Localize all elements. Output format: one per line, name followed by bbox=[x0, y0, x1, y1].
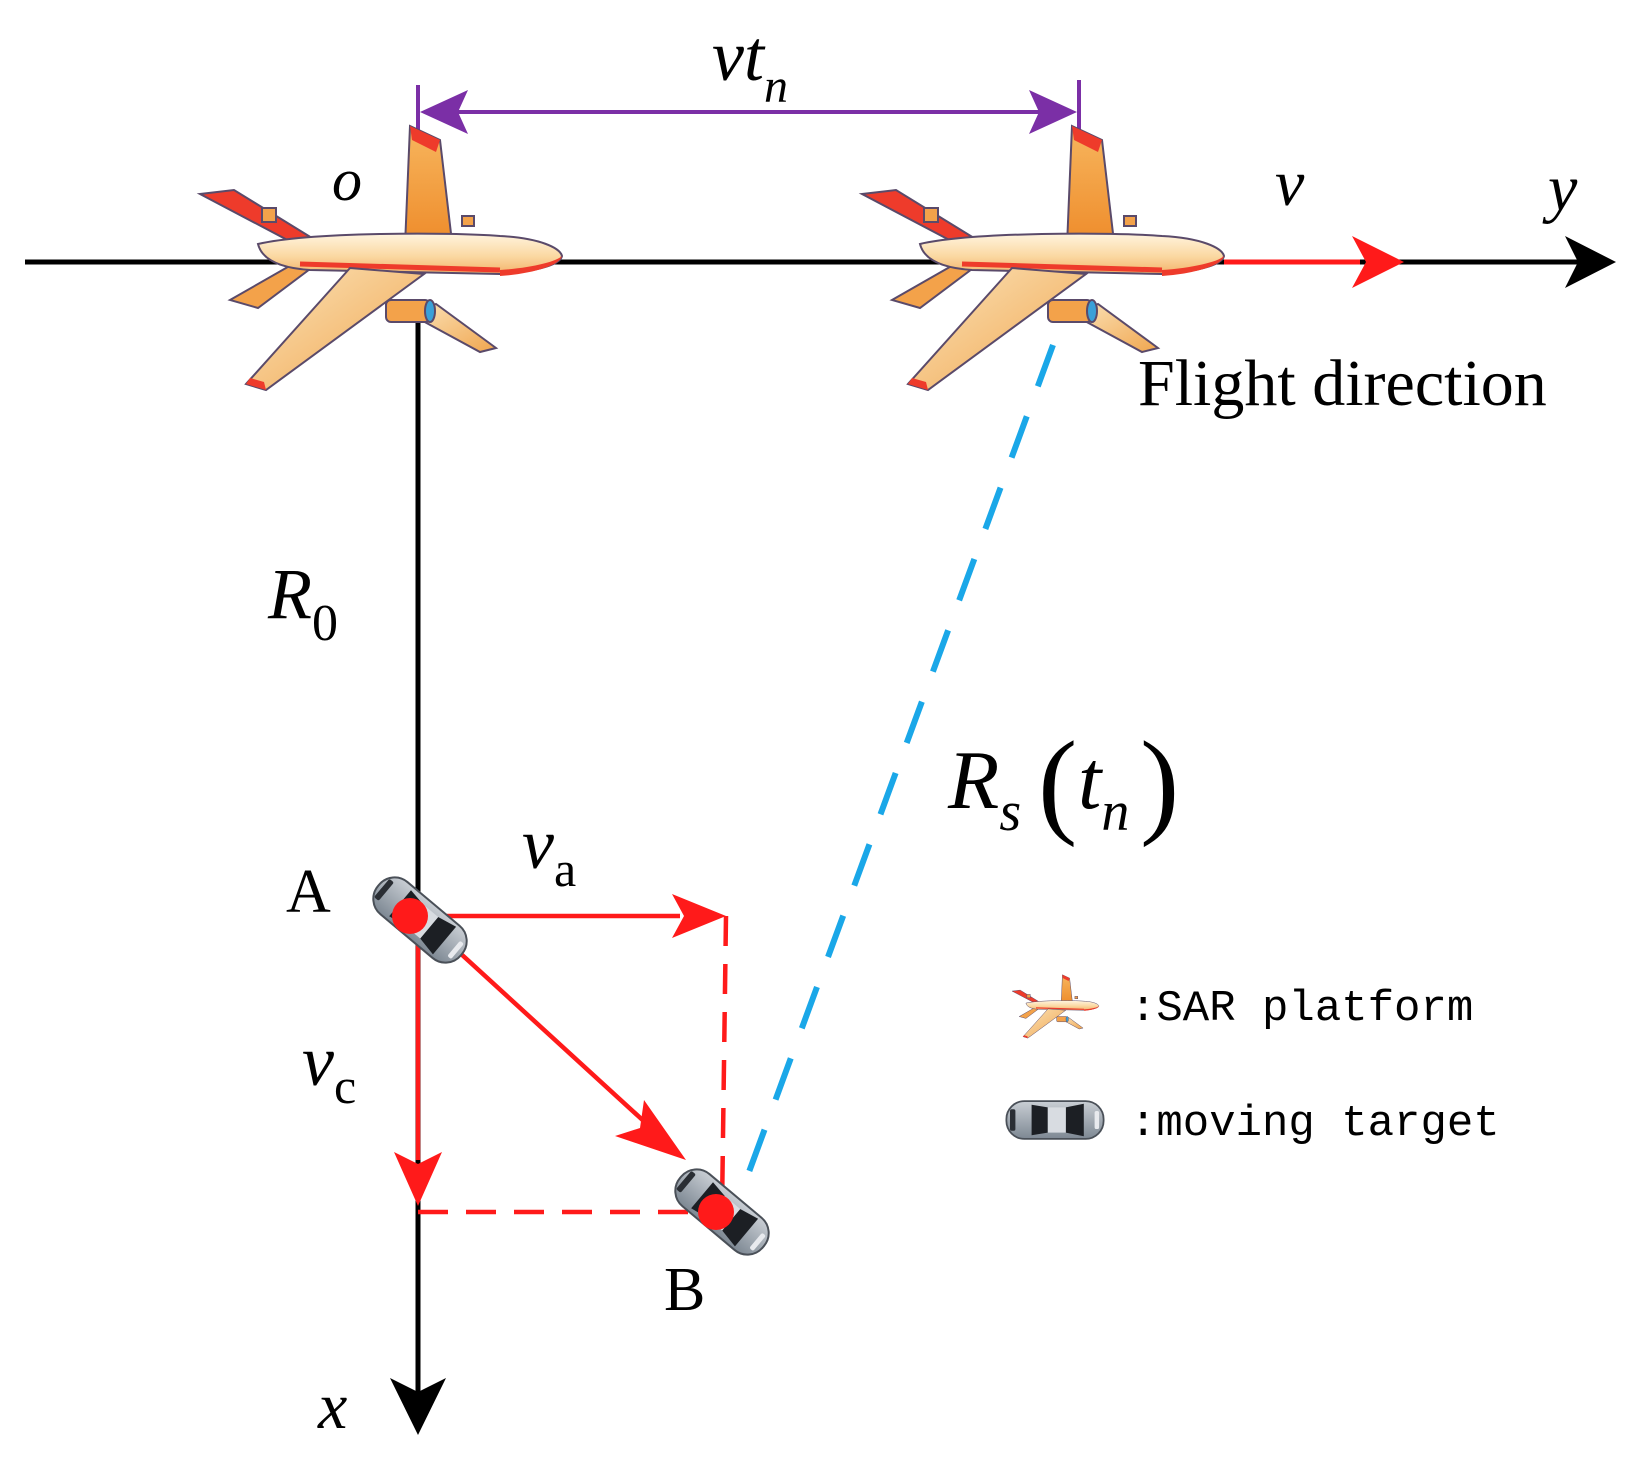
displacement-label: vtn bbox=[712, 16, 788, 113]
target-cross-track-velocity-arrowhead bbox=[394, 1152, 442, 1206]
airplane-icon bbox=[200, 126, 562, 390]
legend: :SAR platform :moving target bbox=[1005, 974, 1500, 1149]
svg-text:tn: tn bbox=[1078, 734, 1129, 843]
cross-track-velocity-label: vc bbox=[302, 1021, 356, 1114]
legend-sar-platform-label: :SAR platform bbox=[1130, 984, 1473, 1034]
slant-range-line bbox=[732, 343, 1056, 1212]
point-b-label: B bbox=[664, 1256, 705, 1324]
flight-direction-label: Flight direction bbox=[1138, 347, 1547, 420]
svg-text:Rs: Rs bbox=[947, 734, 1021, 843]
platform-velocity-label: v bbox=[1275, 147, 1305, 220]
along-track-velocity-label: va bbox=[522, 804, 576, 897]
y-axis-label: y bbox=[1542, 152, 1578, 225]
point-a-label: A bbox=[286, 858, 331, 926]
target-along-track-velocity-arrowhead bbox=[672, 894, 726, 938]
origin-label: o bbox=[332, 147, 362, 213]
legend-car-icon bbox=[1005, 1100, 1105, 1140]
target-motion-arrowhead bbox=[615, 1100, 686, 1160]
displacement-arrow-left bbox=[420, 90, 468, 134]
x-axis-arrowhead bbox=[390, 1378, 446, 1435]
legend-airplane-icon bbox=[1011, 974, 1100, 1039]
displacement-arrow-right bbox=[1029, 90, 1077, 134]
x-axis-label: x bbox=[317, 1370, 347, 1443]
closest-range-label: R0 bbox=[267, 554, 338, 652]
projection-dashed-vertical bbox=[719, 915, 729, 1211]
y-axis-arrowhead bbox=[1565, 236, 1616, 288]
slant-range-paren-open: ( bbox=[1038, 717, 1077, 848]
legend-moving-target-label: :moving target bbox=[1130, 1099, 1500, 1149]
platform-velocity-arrowhead bbox=[1352, 236, 1404, 288]
slant-range-label: Rs ( tn ) bbox=[947, 717, 1179, 848]
target-point-b bbox=[698, 1194, 734, 1230]
slant-range-paren-close: ) bbox=[1140, 717, 1179, 848]
target-point-a bbox=[392, 898, 428, 934]
